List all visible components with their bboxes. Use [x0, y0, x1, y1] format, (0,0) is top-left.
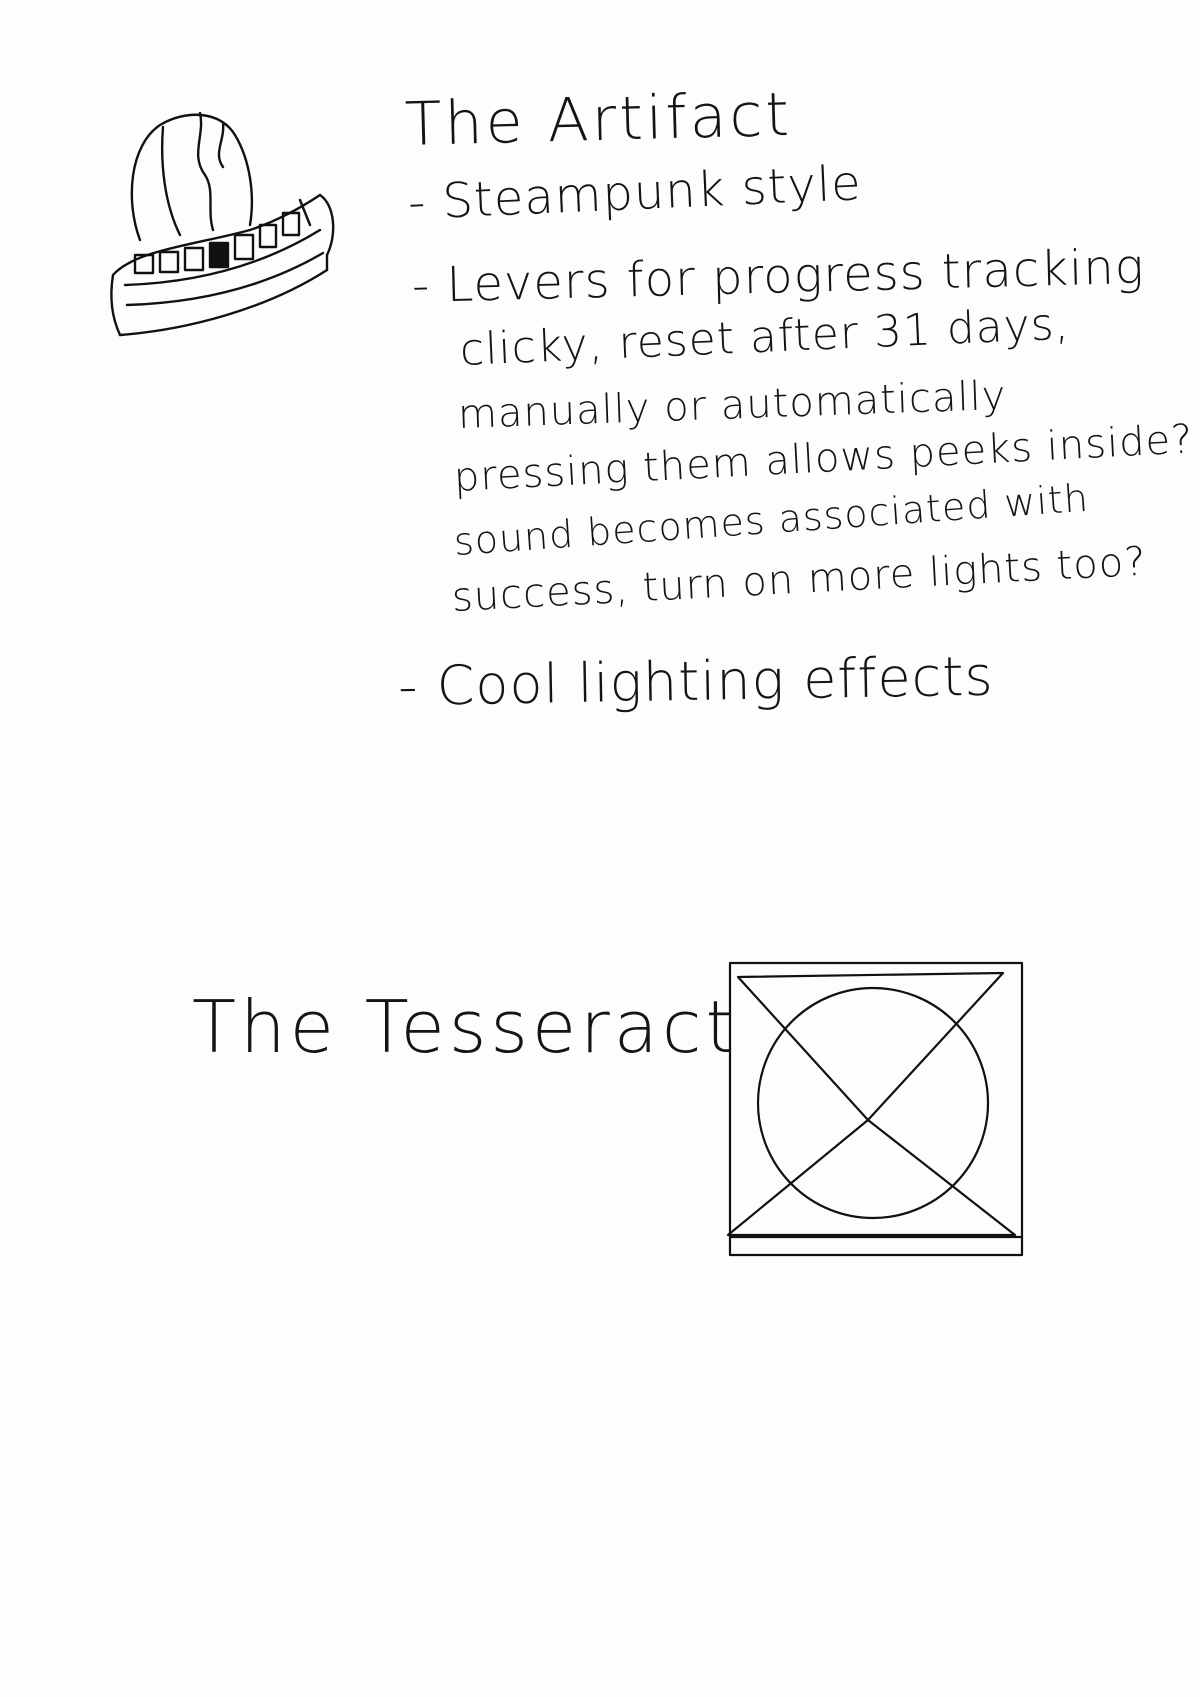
lever-note-line: manually or automatically — [457, 372, 1008, 438]
artifact-title: The Artifact — [404, 79, 793, 160]
artifact-bullet-lighting: - Cool lighting effects — [397, 644, 995, 718]
tesseract-title: The Tesseract — [192, 985, 738, 1069]
artifact-sketch-icon — [110, 111, 335, 337]
artifact-bullet-style: - Steampunk style — [406, 155, 863, 231]
tesseract-sketch-icon — [726, 961, 1024, 1257]
